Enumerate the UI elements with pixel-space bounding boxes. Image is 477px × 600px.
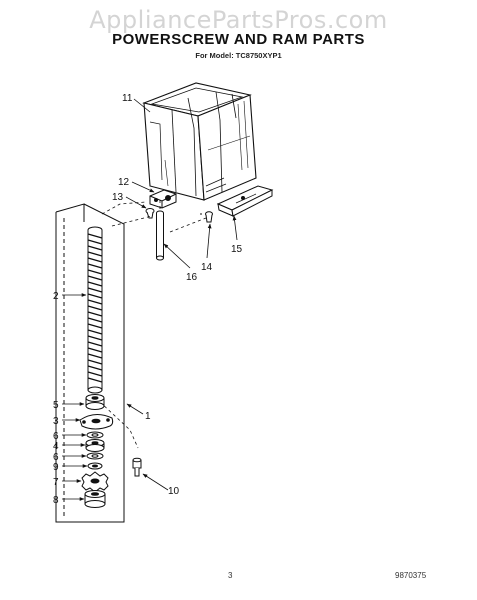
model-line: For Model: TC8750XYP1 xyxy=(195,51,282,60)
callout-9: 9 xyxy=(53,462,59,473)
bolt-part-10 xyxy=(132,457,142,477)
callout-6a: 6 xyxy=(53,431,59,442)
callout-1: 1 xyxy=(145,411,151,422)
clamp-part xyxy=(149,189,177,209)
callout-7: 7 xyxy=(53,477,59,488)
washer-part-6b xyxy=(86,452,104,460)
leader-lines xyxy=(62,98,238,501)
callout-labels: 1 2 3 4 5 6 6 7 8 9 10 11 12 13 14 15 16 xyxy=(53,93,243,506)
washer-part-9 xyxy=(87,462,103,470)
screw-part-13 xyxy=(145,208,155,219)
callout-2: 2 xyxy=(53,291,59,302)
plate-part-3 xyxy=(79,414,114,430)
washer-part-6a xyxy=(86,431,104,439)
ram-box-part xyxy=(142,82,257,201)
fastener-part-14 xyxy=(200,211,213,223)
page-number: 3 xyxy=(228,571,233,580)
callout-13: 13 xyxy=(112,192,124,203)
callout-14: 14 xyxy=(201,262,213,273)
bearing-part-4 xyxy=(85,439,105,452)
alignment-lines xyxy=(99,200,207,449)
bearing-part-5 xyxy=(85,394,105,410)
nut-part-8 xyxy=(84,490,106,508)
callout-8: 8 xyxy=(53,495,59,506)
rod-part-16 xyxy=(156,210,164,261)
callout-10: 10 xyxy=(168,486,180,497)
callout-5: 5 xyxy=(53,400,59,411)
gear-part-7 xyxy=(81,471,109,493)
document-number: 9870375 xyxy=(395,571,427,580)
callout-4: 4 xyxy=(53,441,59,452)
callout-11: 11 xyxy=(122,93,133,104)
callout-12: 12 xyxy=(118,177,130,188)
bracket-part xyxy=(216,185,274,217)
page-title: POWERSCREW AND RAM PARTS xyxy=(112,31,365,48)
callout-15: 15 xyxy=(231,244,243,255)
power-screw-part xyxy=(87,226,103,394)
callout-3: 3 xyxy=(53,416,59,427)
callout-16: 16 xyxy=(186,272,198,283)
assembly-outline xyxy=(55,203,125,523)
callout-6b: 6 xyxy=(53,452,59,463)
watermark: AppliancePartsPros.com xyxy=(89,6,388,34)
